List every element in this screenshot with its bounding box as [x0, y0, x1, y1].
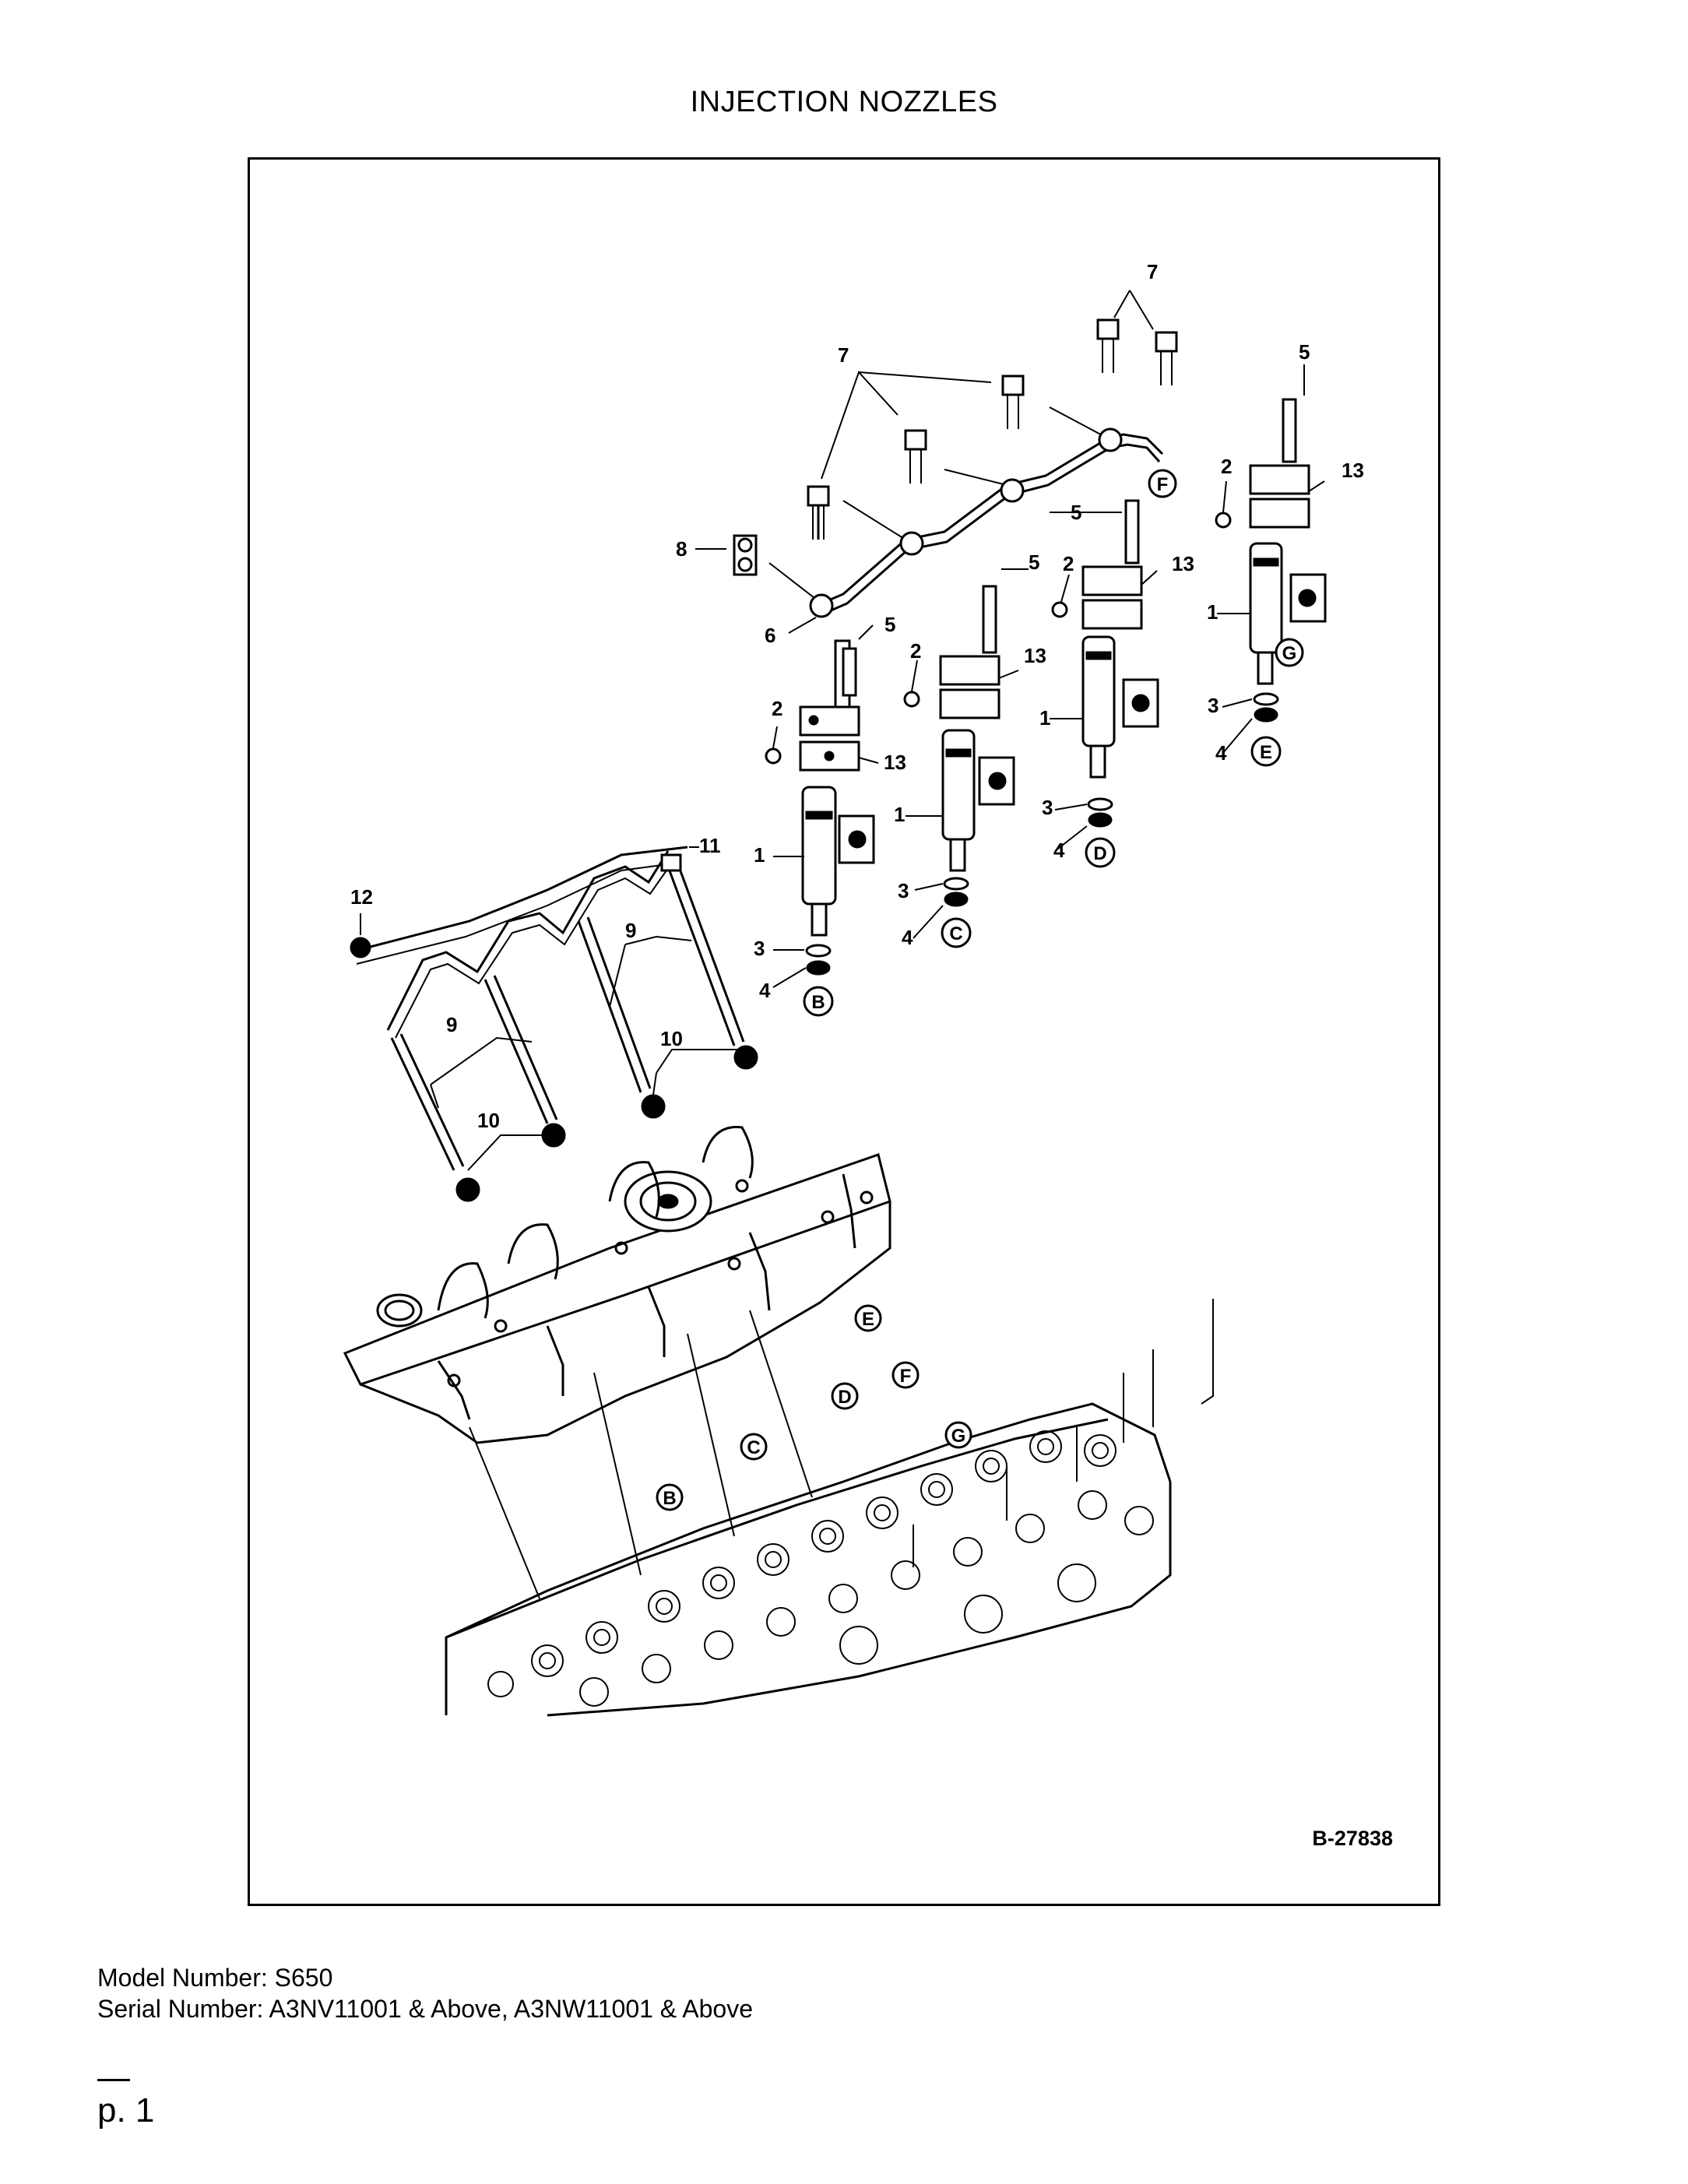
- ref-letter-b: B: [663, 1488, 676, 1509]
- page-number: p. 1: [97, 2091, 155, 2129]
- callout-4: 4: [1215, 741, 1227, 765]
- callout-4: 4: [759, 979, 771, 1002]
- callout-11: 11: [699, 834, 721, 857]
- bolt-1: [807, 485, 830, 540]
- callout-2: 2: [772, 697, 782, 720]
- fuel-return-line: [768, 406, 1164, 618]
- reference-letters: B C D E F G B C D E F G: [663, 474, 1296, 1509]
- callout-2: 2: [1221, 455, 1232, 478]
- return-line-clip: [733, 534, 758, 576]
- callout-10: 10: [660, 1027, 683, 1050]
- cylinder-head: [445, 1304, 1172, 1717]
- ref-letter-g: G: [1282, 643, 1297, 664]
- callout-5: 5: [884, 613, 895, 636]
- callout-5: 5: [1071, 501, 1081, 524]
- return-line-bolts: [807, 318, 1178, 540]
- callout-4: 4: [1053, 839, 1065, 862]
- model-number: Model Number: S650: [97, 1964, 333, 1992]
- callout-9: 9: [625, 919, 636, 942]
- callout-13: 13: [1172, 552, 1194, 575]
- figure-frame: 7 7 5 5 5 5 8 6 2 2 2 2 13 13 13 13 1 1 …: [248, 157, 1440, 1906]
- callout-10: 10: [477, 1109, 500, 1132]
- valve-cover: [343, 1126, 891, 1444]
- callout-5: 5: [1299, 340, 1310, 364]
- bolt-4: [1096, 318, 1120, 373]
- callout-7: 7: [1147, 260, 1158, 283]
- alignment-lines: [469, 1299, 1214, 1599]
- figure-id: B-27838: [1312, 1827, 1393, 1850]
- callout-4: 4: [902, 926, 913, 949]
- ref-letter-d: D: [838, 1387, 851, 1408]
- glow-plug-4: [666, 862, 758, 1070]
- callout-13: 13: [884, 751, 906, 774]
- bolt-2: [904, 429, 927, 484]
- ref-letter-f: F: [900, 1366, 912, 1387]
- bolt-5: [1155, 331, 1178, 385]
- ref-letter-f: F: [1157, 474, 1169, 495]
- glow-plug-harness: [350, 846, 688, 1039]
- serial-number: Serial Number: A3NV11001 & Above, A3NW11…: [97, 1995, 753, 2023]
- callout-numbers: 7 7 5 5 5 5 8 6 2 2 2 2 13 13 13 13 1 1 …: [350, 260, 1364, 1132]
- callout-9-10-leaders: [430, 935, 742, 1171]
- ref-letter-c: C: [949, 923, 962, 944]
- page-title: INJECTION NOZZLES: [690, 86, 998, 118]
- callout-7: 7: [838, 343, 849, 367]
- ref-letter-e: E: [1260, 742, 1272, 763]
- callout-2: 2: [910, 639, 921, 663]
- page-rule: [97, 2079, 130, 2081]
- callout-6: 6: [765, 624, 775, 647]
- callout-8: 8: [676, 537, 687, 561]
- ref-letter-g: G: [951, 1426, 966, 1447]
- injector-b: [765, 639, 875, 1017]
- bolt-3: [1001, 375, 1025, 429]
- glow-plug-3: [577, 916, 666, 1119]
- callout-9: 9: [446, 1013, 457, 1036]
- callout-3: 3: [1042, 796, 1053, 819]
- ref-letter-e: E: [862, 1309, 874, 1330]
- callout-1: 1: [754, 843, 765, 867]
- callout-7-leaders: [821, 290, 1154, 480]
- callout-13: 13: [1024, 644, 1046, 667]
- ref-letter-d: D: [1093, 843, 1106, 864]
- injector-d: [1051, 499, 1159, 868]
- injector-e: [1148, 398, 1327, 767]
- callout-12: 12: [350, 885, 373, 909]
- callout-3: 3: [754, 937, 765, 960]
- callout-1: 1: [1039, 706, 1050, 730]
- glow-plug-1: [390, 1033, 480, 1202]
- ref-letter-c: C: [747, 1437, 760, 1458]
- exploded-parts-diagram: 7 7 5 5 5 5 8 6 2 2 2 2 13 13 13 13 1 1 …: [343, 260, 1364, 1717]
- callout-3: 3: [898, 879, 909, 902]
- callout-1: 1: [894, 803, 905, 826]
- callout-13: 13: [1342, 459, 1364, 482]
- glow-plugs: [390, 853, 758, 1202]
- callout-5: 5: [1029, 550, 1039, 574]
- callout-1: 1: [1207, 600, 1218, 624]
- callout-3: 3: [1208, 694, 1219, 717]
- ref-letter-b: B: [811, 992, 825, 1013]
- callout-leaders: [360, 364, 1325, 988]
- callout-2: 2: [1063, 552, 1074, 575]
- injector-c: [842, 585, 1015, 948]
